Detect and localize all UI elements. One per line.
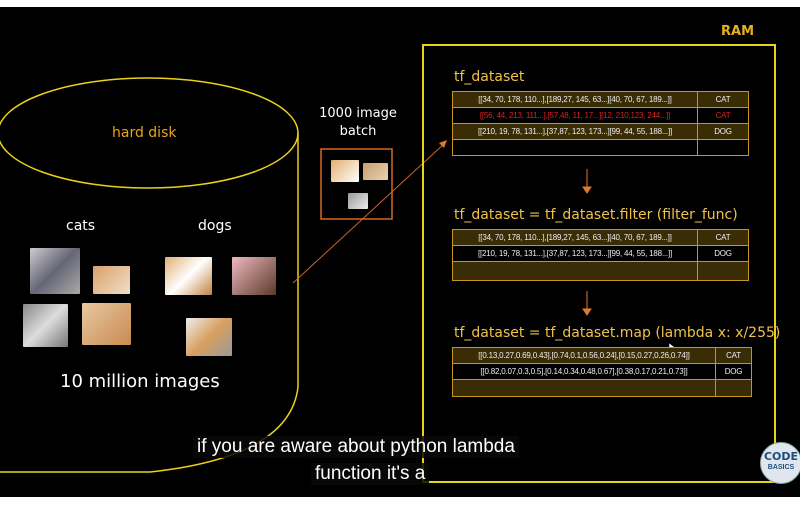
ram-box: [422, 44, 776, 483]
table-row: [[56, 44, 213, 111...],[57,48, 11, 17...…: [452, 107, 749, 124]
dog-image: [232, 257, 276, 295]
table-row: [[210, 19, 78, 131...],[37,87, 123, 173.…: [452, 123, 749, 140]
table-row: [[0.82,0.07,0.3,0.5],[0.14,0.34,0.48,0.6…: [452, 363, 752, 380]
filtered-table: [[34, 70, 178, 110...],[189,27, 145, 63.…: [452, 229, 749, 281]
table-row: [452, 139, 749, 156]
row-label: DOG: [697, 245, 749, 262]
row-data: [[34, 70, 178, 110...],[189,27, 145, 63.…: [452, 229, 698, 246]
step2-title: tf_dataset = tf_dataset.filter (filter_f…: [454, 207, 738, 223]
cat-image: [93, 266, 130, 294]
step3-title: tf_dataset = tf_dataset.map (lambda x: x…: [454, 325, 781, 341]
row-label: DOG: [697, 123, 749, 140]
table-row: [[34, 70, 178, 110...],[189,27, 145, 63.…: [452, 91, 749, 108]
batch-label: 1000 image batch: [318, 105, 398, 141]
row-data: [[0.13,0.27,0.69,0.43],[0.74,0.1,0.56,0.…: [452, 347, 716, 364]
logo-subtext: BASICS: [767, 464, 795, 471]
down-arrow-icon: [582, 169, 592, 316]
table-row: [452, 379, 752, 397]
row-data: [[210, 19, 78, 131...],[37,87, 123, 173.…: [452, 123, 698, 140]
batch-box: [320, 148, 393, 220]
batch-to-ram-line: [292, 142, 446, 284]
ram-label: RAM: [721, 24, 755, 39]
batch-label-line1: 1000 image: [319, 106, 397, 121]
cats-label: cats: [66, 218, 96, 234]
table-row: [[0.13,0.27,0.69,0.43],[0.74,0.1,0.56,0.…: [452, 347, 752, 364]
row-data: [[0.82,0.07,0.3,0.5],[0.14,0.34,0.48,0.6…: [452, 363, 716, 380]
image-count-label: 10 million images: [60, 371, 220, 392]
step1-title: tf_dataset: [454, 69, 525, 85]
batch-cat-image: [348, 193, 368, 209]
dog-image: [165, 257, 212, 295]
batch-label-line2: batch: [339, 124, 377, 139]
video-frame: hard disk cats dogs 10 million images 10…: [0, 7, 800, 497]
cat-image: [30, 248, 80, 294]
batch-cat-image: [363, 163, 388, 180]
hard-disk-label: hard disk: [112, 125, 177, 141]
table-row: [452, 261, 749, 281]
row-label: CAT: [697, 91, 749, 108]
mapped-table: [[0.13,0.27,0.69,0.43],[0.74,0.1,0.56,0.…: [452, 347, 752, 397]
row-label: CAT: [697, 107, 749, 124]
row-data: [[210, 19, 78, 131...],[37,87, 123, 173.…: [452, 245, 698, 262]
row-data: [[34, 70, 178, 110...],[189,27, 145, 63.…: [452, 91, 698, 108]
dog-image: [186, 318, 232, 356]
table-row: [[210, 19, 78, 131...],[37,87, 123, 173.…: [452, 245, 749, 262]
logo-text: CODE: [763, 450, 799, 463]
cat-image: [82, 303, 131, 345]
row-label: CAT: [697, 229, 749, 246]
subtitle-line-2: function it's a: [311, 463, 430, 485]
row-label: DOG: [715, 363, 752, 380]
tf-dataset-table: [[34, 70, 178, 110...],[189,27, 145, 63.…: [452, 91, 749, 156]
row-data: [[56, 44, 213, 111...],[57,48, 11, 17...…: [452, 107, 698, 124]
cat-image: [23, 304, 68, 347]
codebasics-logo: CODE BASICS: [760, 442, 800, 484]
dogs-label: dogs: [198, 218, 232, 234]
table-row: [[34, 70, 178, 110...],[189,27, 145, 63.…: [452, 229, 749, 246]
subtitle-line-1: if you are aware about python lambda: [193, 436, 519, 458]
row-label: CAT: [715, 347, 752, 364]
batch-dog-image: [331, 160, 359, 182]
